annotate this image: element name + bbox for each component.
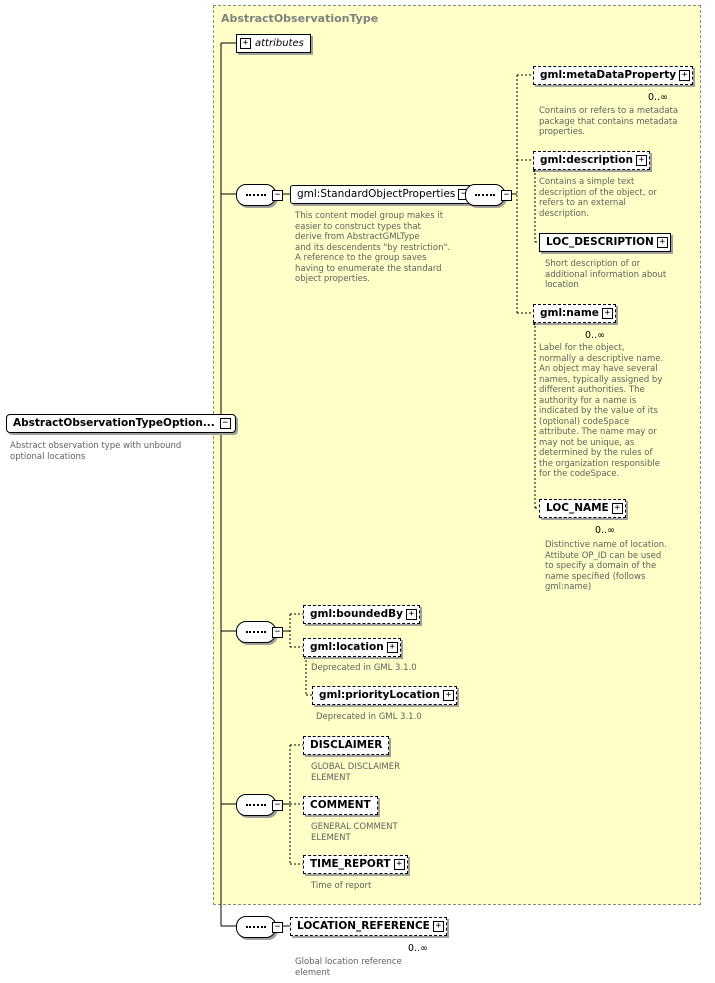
element-description: Label for the object, normally a descrip… bbox=[539, 343, 664, 479]
element-label: gml:metaDataProperty bbox=[540, 69, 677, 81]
attributes-label: attributes bbox=[255, 38, 304, 49]
element-label: LOCATION_REFERENCE bbox=[297, 920, 430, 932]
collapse-icon[interactable]: − bbox=[219, 418, 231, 429]
collapse-icon[interactable]: − bbox=[272, 800, 283, 811]
element-description: Deprecated in GML 3.1.0 bbox=[316, 712, 422, 722]
cardinality: 0..∞ bbox=[585, 330, 605, 341]
expand-icon[interactable]: + bbox=[240, 38, 251, 49]
element-loc-description[interactable]: LOC_DESCRIPTION + bbox=[539, 233, 671, 252]
expand-icon[interactable]: + bbox=[386, 642, 398, 653]
element-description: GLOBAL DISCLAIMER ELEMENT bbox=[311, 762, 401, 783]
root-description: Abstract observation type with unbound o… bbox=[10, 441, 182, 462]
element-description: Short description of or additional infor… bbox=[545, 259, 667, 290]
sequence-compositor-2[interactable]: − bbox=[465, 184, 512, 206]
expand-icon[interactable]: + bbox=[611, 503, 623, 514]
element-location[interactable]: gml:location + bbox=[303, 638, 401, 657]
element-label: LOC_DESCRIPTION bbox=[546, 236, 654, 248]
element-gml-name[interactable]: gml:name + bbox=[533, 304, 616, 323]
element-description: Contains or refers to a metadata package… bbox=[539, 106, 679, 137]
sequence-compositor-1[interactable]: − bbox=[236, 184, 283, 206]
sequence-icon bbox=[246, 804, 266, 808]
element-label: gml:name bbox=[540, 307, 599, 319]
element-loc-name[interactable]: LOC_NAME + bbox=[539, 499, 626, 518]
expand-icon[interactable]: + bbox=[405, 609, 417, 620]
complex-type-title: AbstractObservationType bbox=[221, 12, 379, 25]
sequence-compositor-4[interactable]: − bbox=[236, 794, 283, 816]
element-label: gml:priorityLocation bbox=[319, 689, 440, 701]
element-label: gml:description bbox=[540, 154, 633, 166]
element-meta-data-property[interactable]: gml:metaDataProperty + bbox=[533, 66, 694, 85]
expand-icon[interactable]: + bbox=[656, 237, 668, 248]
element-comment[interactable]: COMMENT bbox=[303, 796, 378, 815]
expand-icon[interactable]: + bbox=[432, 921, 444, 932]
expand-icon[interactable]: + bbox=[601, 308, 613, 319]
root-element[interactable]: AbstractObservationTypeOption... − bbox=[6, 414, 236, 433]
sequence-icon bbox=[246, 926, 266, 930]
cardinality: 0..∞ bbox=[595, 525, 615, 536]
group-description: This content model group makes it easier… bbox=[295, 211, 451, 284]
element-disclaimer[interactable]: DISCLAIMER bbox=[303, 736, 390, 755]
element-label: gml:boundedBy bbox=[310, 608, 403, 620]
root-element-label: AbstractObservationTypeOption... bbox=[13, 417, 215, 429]
element-label: LOC_NAME bbox=[546, 502, 609, 514]
group-standard-object-properties[interactable]: gml:StandardObjectProperties − bbox=[290, 185, 473, 204]
element-label: DISCLAIMER bbox=[310, 739, 383, 751]
cardinality: 0..∞ bbox=[408, 943, 428, 954]
element-label: TIME_REPORT bbox=[310, 858, 391, 870]
element-bounded-by[interactable]: gml:boundedBy + bbox=[303, 605, 420, 624]
element-location-reference[interactable]: LOCATION_REFERENCE + bbox=[290, 917, 447, 936]
element-gml-description[interactable]: gml:description + bbox=[533, 151, 650, 170]
sequence-compositor-3[interactable]: − bbox=[236, 621, 283, 643]
expand-icon[interactable]: + bbox=[393, 859, 405, 870]
cardinality: 0..∞ bbox=[648, 92, 668, 103]
group-label: gml:StandardObjectProperties bbox=[297, 188, 456, 200]
sequence-icon bbox=[246, 194, 266, 198]
element-time-report[interactable]: TIME_REPORT + bbox=[303, 855, 408, 874]
element-description: Deprecated in GML 3.1.0 bbox=[311, 663, 417, 673]
expand-icon[interactable]: + bbox=[635, 155, 647, 166]
collapse-icon[interactable]: − bbox=[272, 190, 283, 201]
element-description: Contains a simple text description of th… bbox=[539, 177, 657, 219]
collapse-icon[interactable]: − bbox=[272, 627, 283, 638]
expand-icon[interactable]: + bbox=[442, 690, 454, 701]
element-description: Distinctive name of location. Attibute O… bbox=[545, 540, 667, 592]
element-description: Time of report bbox=[311, 881, 372, 891]
sequence-icon bbox=[475, 194, 495, 198]
attributes-box[interactable]: + attributes bbox=[236, 34, 311, 53]
sequence-icon bbox=[246, 631, 266, 635]
collapse-icon[interactable]: − bbox=[501, 190, 512, 201]
collapse-icon[interactable]: − bbox=[272, 922, 283, 933]
sequence-compositor-5[interactable]: − bbox=[236, 916, 283, 938]
element-label: COMMENT bbox=[310, 799, 371, 811]
element-priority-location[interactable]: gml:priorityLocation + bbox=[312, 686, 457, 705]
element-description: GENERAL COMMENT ELEMENT bbox=[311, 822, 398, 843]
element-description: Global location reference element bbox=[295, 957, 402, 978]
expand-icon[interactable]: + bbox=[679, 70, 691, 81]
element-label: gml:location bbox=[310, 641, 384, 653]
